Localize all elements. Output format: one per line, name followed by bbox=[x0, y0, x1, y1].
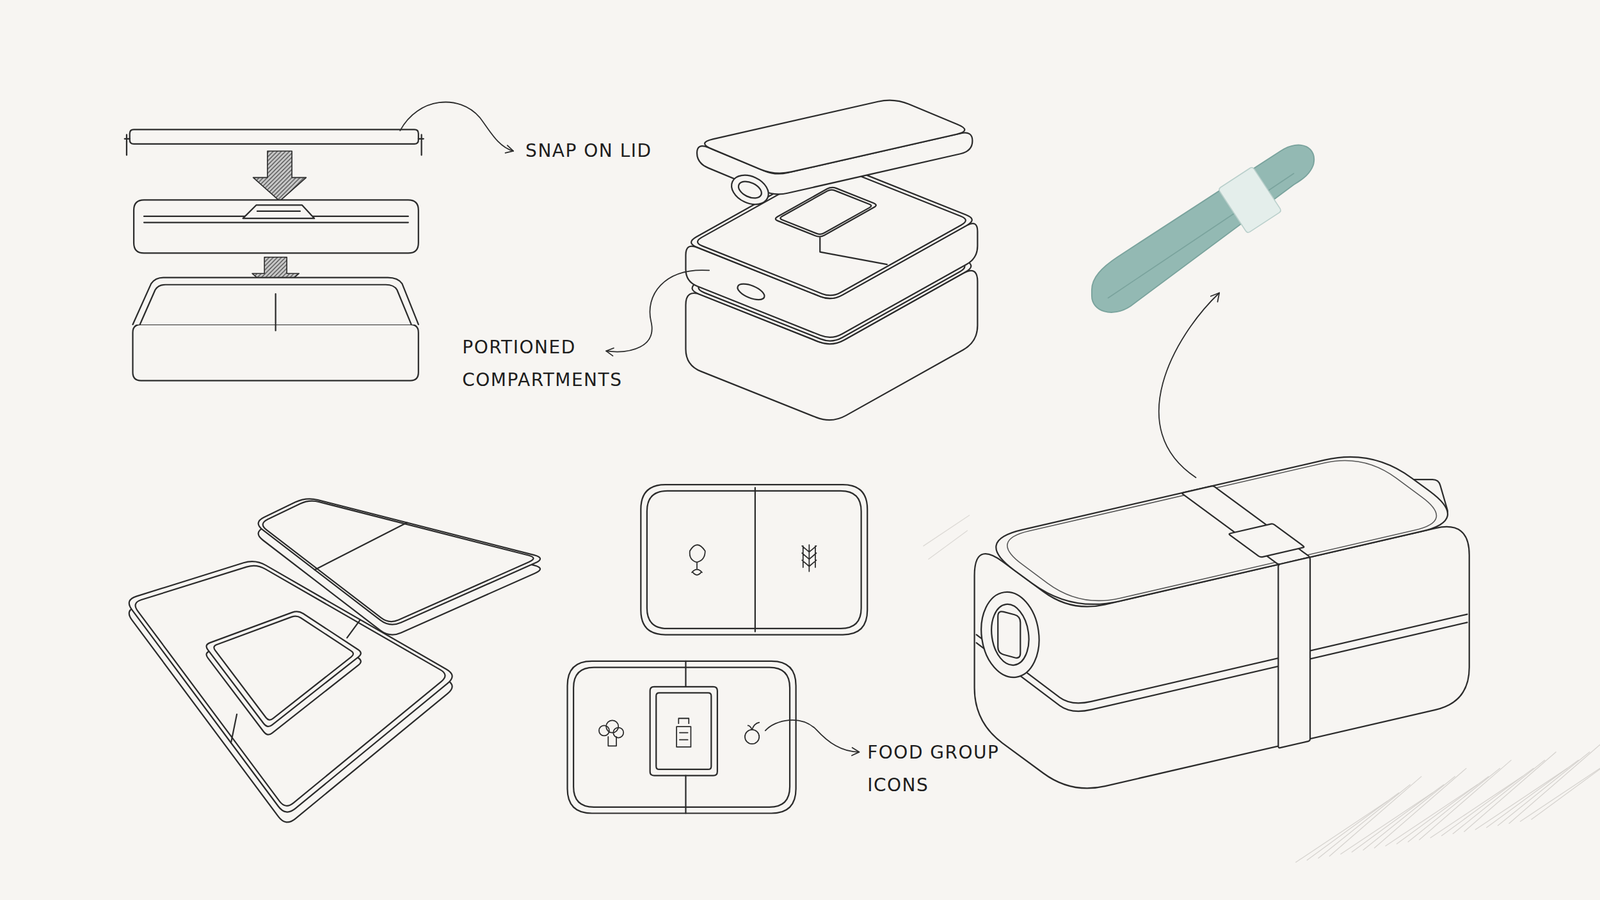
upper-tray-top bbox=[258, 498, 541, 624]
box-lid-top bbox=[995, 456, 1448, 605]
tray-divider bbox=[346, 619, 361, 638]
vegetable-icon bbox=[606, 720, 619, 733]
shadow-stroke bbox=[1509, 743, 1600, 824]
shadow-stroke bbox=[1397, 776, 1489, 844]
shadow-stroke bbox=[1486, 760, 1579, 828]
box-handle bbox=[976, 588, 1045, 681]
lid-handle-hole bbox=[736, 177, 765, 201]
divider-line bbox=[275, 293, 277, 331]
hatched-arrow bbox=[253, 151, 307, 201]
tray-top bbox=[691, 163, 973, 299]
callout-label: SNAP ON LID bbox=[525, 134, 652, 168]
silicone-strap bbox=[1091, 144, 1314, 312]
tray-slot bbox=[735, 280, 767, 303]
upper-tray-inner-rim bbox=[263, 501, 534, 622]
small-compartment bbox=[775, 187, 877, 237]
shadow-stroke bbox=[1452, 760, 1545, 834]
leader-line bbox=[606, 270, 710, 352]
shadow-stroke bbox=[1363, 776, 1455, 850]
shadow-stroke bbox=[1306, 792, 1399, 861]
leader-arrow bbox=[606, 348, 614, 356]
lid-handle bbox=[727, 169, 774, 210]
drawing-group bbox=[124, 100, 1600, 863]
center-window-rim bbox=[656, 692, 712, 770]
small-box bbox=[206, 611, 361, 727]
center-window bbox=[650, 686, 718, 776]
lid-seam bbox=[976, 614, 1468, 704]
small-compartment-rim bbox=[780, 190, 872, 235]
shadow-stroke bbox=[1497, 752, 1590, 826]
vegetable-icon bbox=[613, 727, 624, 738]
leader-line bbox=[765, 720, 860, 752]
base-side bbox=[132, 324, 418, 381]
leader-arrow bbox=[851, 747, 859, 756]
callout-label: FOOD GROUP ICONS bbox=[867, 736, 1008, 802]
panel-divider bbox=[684, 661, 687, 814]
shadow-stroke bbox=[1419, 760, 1512, 840]
strap-pointer bbox=[1159, 293, 1220, 479]
panel-divider bbox=[754, 487, 756, 632]
shadow-stroke bbox=[1329, 776, 1421, 856]
strap-clip bbox=[1219, 167, 1281, 233]
strap-pointer-head bbox=[1210, 293, 1220, 303]
vegetable-icon bbox=[608, 736, 617, 746]
lid-side bbox=[129, 129, 419, 144]
strap-band-side bbox=[1278, 557, 1311, 748]
fruit-icon bbox=[748, 722, 760, 730]
box-handle-slot bbox=[997, 611, 1021, 658]
tray-side bbox=[133, 199, 419, 253]
shadow-stroke bbox=[1408, 768, 1500, 842]
dairy-icon bbox=[676, 718, 691, 747]
shadow-stroke bbox=[1464, 752, 1556, 832]
lid-top-panel bbox=[1007, 460, 1437, 601]
leader-arrow bbox=[505, 145, 514, 153]
lid-seam bbox=[976, 622, 1468, 712]
grain-icon bbox=[801, 544, 816, 571]
tray-clip bbox=[243, 204, 315, 219]
lid-panel bbox=[567, 661, 797, 814]
fruit-icon bbox=[744, 729, 760, 744]
lid-panel bbox=[640, 484, 868, 635]
shadow-stroke bbox=[1351, 784, 1444, 852]
shadow-stroke bbox=[923, 515, 970, 560]
leader-line bbox=[400, 102, 514, 152]
lid-top bbox=[704, 100, 965, 174]
shadow-stroke bbox=[1441, 768, 1534, 836]
small-box-rim bbox=[213, 616, 354, 720]
tray-inner-rim bbox=[697, 167, 966, 296]
compartment-divider bbox=[819, 237, 888, 265]
shadow-stroke bbox=[1520, 760, 1600, 822]
lid-panel-rim bbox=[647, 490, 862, 629]
tray-divider bbox=[314, 522, 408, 571]
shadow-stroke bbox=[1531, 752, 1600, 820]
shadow-stroke bbox=[1374, 768, 1466, 848]
strap-band-top bbox=[1182, 485, 1309, 564]
lid-panel-rim bbox=[573, 667, 790, 808]
callout-label: PORTIONED COMPARTMENTS bbox=[462, 330, 623, 397]
shadow-stroke bbox=[1318, 784, 1410, 859]
tray-divider bbox=[231, 714, 237, 743]
protein-icon bbox=[689, 544, 706, 575]
strap-buckle bbox=[1229, 523, 1305, 557]
box-handle-inner bbox=[987, 601, 1033, 668]
